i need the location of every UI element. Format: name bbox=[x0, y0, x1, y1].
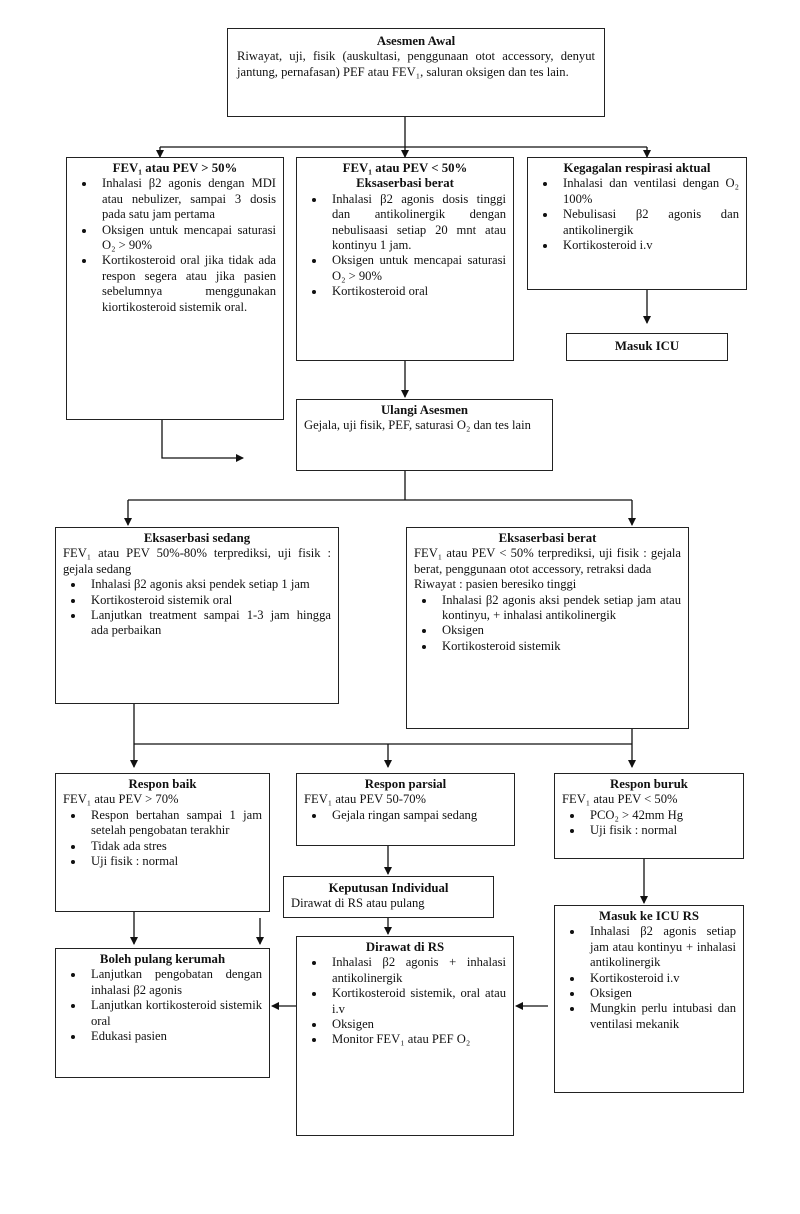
reassessment-title: Ulangi Asesmen bbox=[380, 403, 469, 417]
list-item: Oksigen bbox=[312, 1017, 506, 1032]
reassessment-box: Ulangi Asesmen Gejala, uji fisik, PEF, s… bbox=[296, 399, 553, 471]
severe-exacerbation-box: FEV₁ atau PEV < 50% Eksaserbasi berat In… bbox=[296, 157, 514, 361]
list-item: Lanjutkan pengobatan dengan inhalasi β2 … bbox=[71, 967, 262, 997]
list-item: Oksigen untuk mencapai saturasi O₂ > 90% bbox=[82, 222, 276, 253]
poor-response-text: FEV₁ atau PEV < 50% bbox=[562, 792, 678, 807]
list-item: Kortikosteroid sistemik, oral atau i.v bbox=[312, 986, 506, 1016]
hospitalized-title: Dirawat di RS bbox=[365, 940, 445, 954]
icu-admission-top-box: Masuk ICU bbox=[566, 333, 728, 361]
good-response-list: Respon bertahan sampai 1 jam setelah pen… bbox=[63, 808, 262, 870]
severe-exacerbation-list: Inhalasi β2 agonis dosis tinggi dan anti… bbox=[304, 192, 506, 300]
mild-exacerbation-list: Inhalasi β2 agonis dengan MDI atau nebul… bbox=[74, 176, 276, 315]
initial-assessment-box: Asesmen Awal Riwayat, uji, fisik (auskul… bbox=[227, 28, 605, 117]
list-item: Edukasi pasien bbox=[71, 1029, 262, 1044]
individual-decision-text: Dirawat di RS atau pulang bbox=[291, 896, 425, 911]
list-item: Uji fisik : normal bbox=[71, 854, 262, 869]
mild-exacerbation-title: FEV₁ atau PEV > 50% bbox=[112, 161, 238, 175]
list-item: Lanjutkan treatment sampai 1-3 jam hingg… bbox=[71, 608, 331, 638]
severe-exacerbation-2-text: FEV₁ atau PEV < 50% terprediksi, uji fis… bbox=[414, 546, 681, 576]
list-item: Lanjutkan kortikosteroid sistemik oral bbox=[71, 998, 262, 1028]
list-item: Inhalasi dan ventilasi dengan O₂ 100% bbox=[543, 176, 739, 206]
initial-assessment-text: Riwayat, uji, fisik (auskultasi, penggun… bbox=[237, 49, 595, 79]
severe-exacerbation-subtitle: Eksaserbasi berat bbox=[356, 176, 454, 191]
list-item: Inhalasi β2 agonis aksi pendek setiap 1 … bbox=[71, 577, 331, 592]
moderate-exacerbation-box: Eksaserbasi sedang FEV₁ atau PEV 50%-80%… bbox=[55, 527, 339, 704]
list-item: Oksigen bbox=[422, 623, 681, 638]
respiratory-failure-list: Inhalasi dan ventilasi dengan O₂ 100% Ne… bbox=[535, 176, 739, 253]
severe-exacerbation-2-list: Inhalasi β2 agonis aksi pendek setiap ja… bbox=[414, 593, 681, 655]
icu-hospital-list: Inhalasi β2 agonis setiap jam atau konti… bbox=[562, 924, 736, 1032]
partial-response-box: Respon parsial FEV₁ atau PEV 50-70% Geja… bbox=[296, 773, 515, 846]
list-item: Inhalasi β2 agonis dengan MDI atau nebul… bbox=[82, 176, 276, 222]
moderate-exacerbation-title: Eksaserbasi sedang bbox=[143, 531, 251, 545]
list-item: Inhalasi β2 agonis setiap jam atau konti… bbox=[570, 924, 736, 970]
list-item: Nebulisasi β2 agonis dan antikolinergik bbox=[543, 207, 739, 237]
individual-decision-title: Keputusan Individual bbox=[328, 881, 449, 895]
moderate-exacerbation-list: Inhalasi β2 agonis aksi pendek setiap 1 … bbox=[63, 577, 331, 639]
discharge-home-box: Boleh pulang kerumah Lanjutkan pengobata… bbox=[55, 948, 270, 1078]
partial-response-list: Gejala ringan sampai sedang bbox=[304, 808, 507, 823]
mild-exacerbation-box: FEV₁ atau PEV > 50% Inhalasi β2 agonis d… bbox=[66, 157, 284, 420]
arrow-mild-to-reassess bbox=[161, 420, 244, 462]
respiratory-failure-title: Kegagalan respirasi aktual bbox=[563, 161, 711, 175]
respiratory-failure-box: Kegagalan respirasi aktual Inhalasi dan … bbox=[527, 157, 747, 290]
list-item: PCO₂ > 42mm Hg bbox=[570, 808, 736, 823]
severe-exacerbation-2-box: Eksaserbasi berat FEV₁ atau PEV < 50% te… bbox=[406, 527, 689, 729]
severe-exacerbation-2-history: Riwayat : pasien beresiko tinggi bbox=[414, 577, 577, 592]
list-item: Monitor FEV₁ atau PEF O₂ bbox=[312, 1032, 506, 1047]
list-item: Tidak ada stres bbox=[71, 839, 262, 854]
list-item: Gejala ringan sampai sedang bbox=[312, 808, 507, 823]
list-item: Inhalasi β2 agonis dosis tinggi dan anti… bbox=[312, 191, 506, 253]
list-item: Kortikosteroid sistemik oral bbox=[71, 593, 331, 608]
discharge-home-list: Lanjutkan pengobatan dengan inhalasi β2 … bbox=[63, 967, 262, 1044]
individual-decision-box: Keputusan Individual Dirawat di RS atau … bbox=[283, 876, 494, 918]
reassessment-text: Gejala, uji fisik, PEF, saturasi O₂ dan … bbox=[304, 418, 531, 433]
list-item: Kortikosteroid i.v bbox=[543, 238, 739, 253]
initial-assessment-title: Asesmen Awal bbox=[376, 34, 456, 48]
list-item: Inhalasi β2 agonis aksi pendek setiap ja… bbox=[422, 592, 681, 623]
list-item: Kortikosteroid oral bbox=[312, 284, 506, 299]
partial-response-title: Respon parsial bbox=[364, 777, 447, 791]
discharge-home-title: Boleh pulang kerumah bbox=[99, 952, 226, 966]
list-item: Kortikosteroid oral jika tidak ada respo… bbox=[82, 253, 276, 314]
moderate-exacerbation-text: FEV₁ atau PEV 50%-80% terprediksi, uji f… bbox=[63, 546, 331, 576]
list-item: Inhalasi β2 agonis + inhalasi antikoline… bbox=[312, 955, 506, 985]
poor-response-box: Respon buruk FEV₁ atau PEV < 50% PCO₂ > … bbox=[554, 773, 744, 859]
hospitalized-box: Dirawat di RS Inhalasi β2 agonis + inhal… bbox=[296, 936, 514, 1136]
poor-response-title: Respon buruk bbox=[610, 777, 688, 791]
good-response-box: Respon baik FEV₁ atau PEV > 70% Respon b… bbox=[55, 773, 270, 912]
icu-hospital-title: Masuk ke ICU RS bbox=[599, 909, 699, 923]
icu-hospital-box: Masuk ke ICU RS Inhalasi β2 agonis setia… bbox=[554, 905, 744, 1093]
list-item: Kortikosteroid i.v bbox=[570, 971, 736, 986]
good-response-title: Respon baik bbox=[128, 777, 197, 791]
partial-response-text: FEV₁ atau PEV 50-70% bbox=[304, 792, 427, 807]
severe-exacerbation-title: FEV₁ atau PEV < 50% bbox=[342, 161, 468, 175]
severe-exacerbation-2-title: Eksaserbasi berat bbox=[498, 531, 597, 545]
poor-response-list: PCO₂ > 42mm Hg Uji fisik : normal bbox=[562, 808, 736, 839]
icu-admission-top-label: Masuk ICU bbox=[614, 339, 680, 353]
list-item: Uji fisik : normal bbox=[570, 823, 736, 838]
list-item: Oksigen untuk mencapai saturasi O₂ > 90% bbox=[312, 253, 506, 283]
list-item: Oksigen bbox=[570, 986, 736, 1001]
list-item: Respon bertahan sampai 1 jam setelah pen… bbox=[71, 807, 262, 838]
hospitalized-list: Inhalasi β2 agonis + inhalasi antikoline… bbox=[304, 955, 506, 1047]
list-item: Kortikosteroid sistemik bbox=[422, 639, 681, 654]
list-item: Mungkin perlu intubasi dan ventilasi mek… bbox=[570, 1001, 736, 1031]
good-response-text: FEV₁ atau PEV > 70% bbox=[63, 792, 179, 807]
